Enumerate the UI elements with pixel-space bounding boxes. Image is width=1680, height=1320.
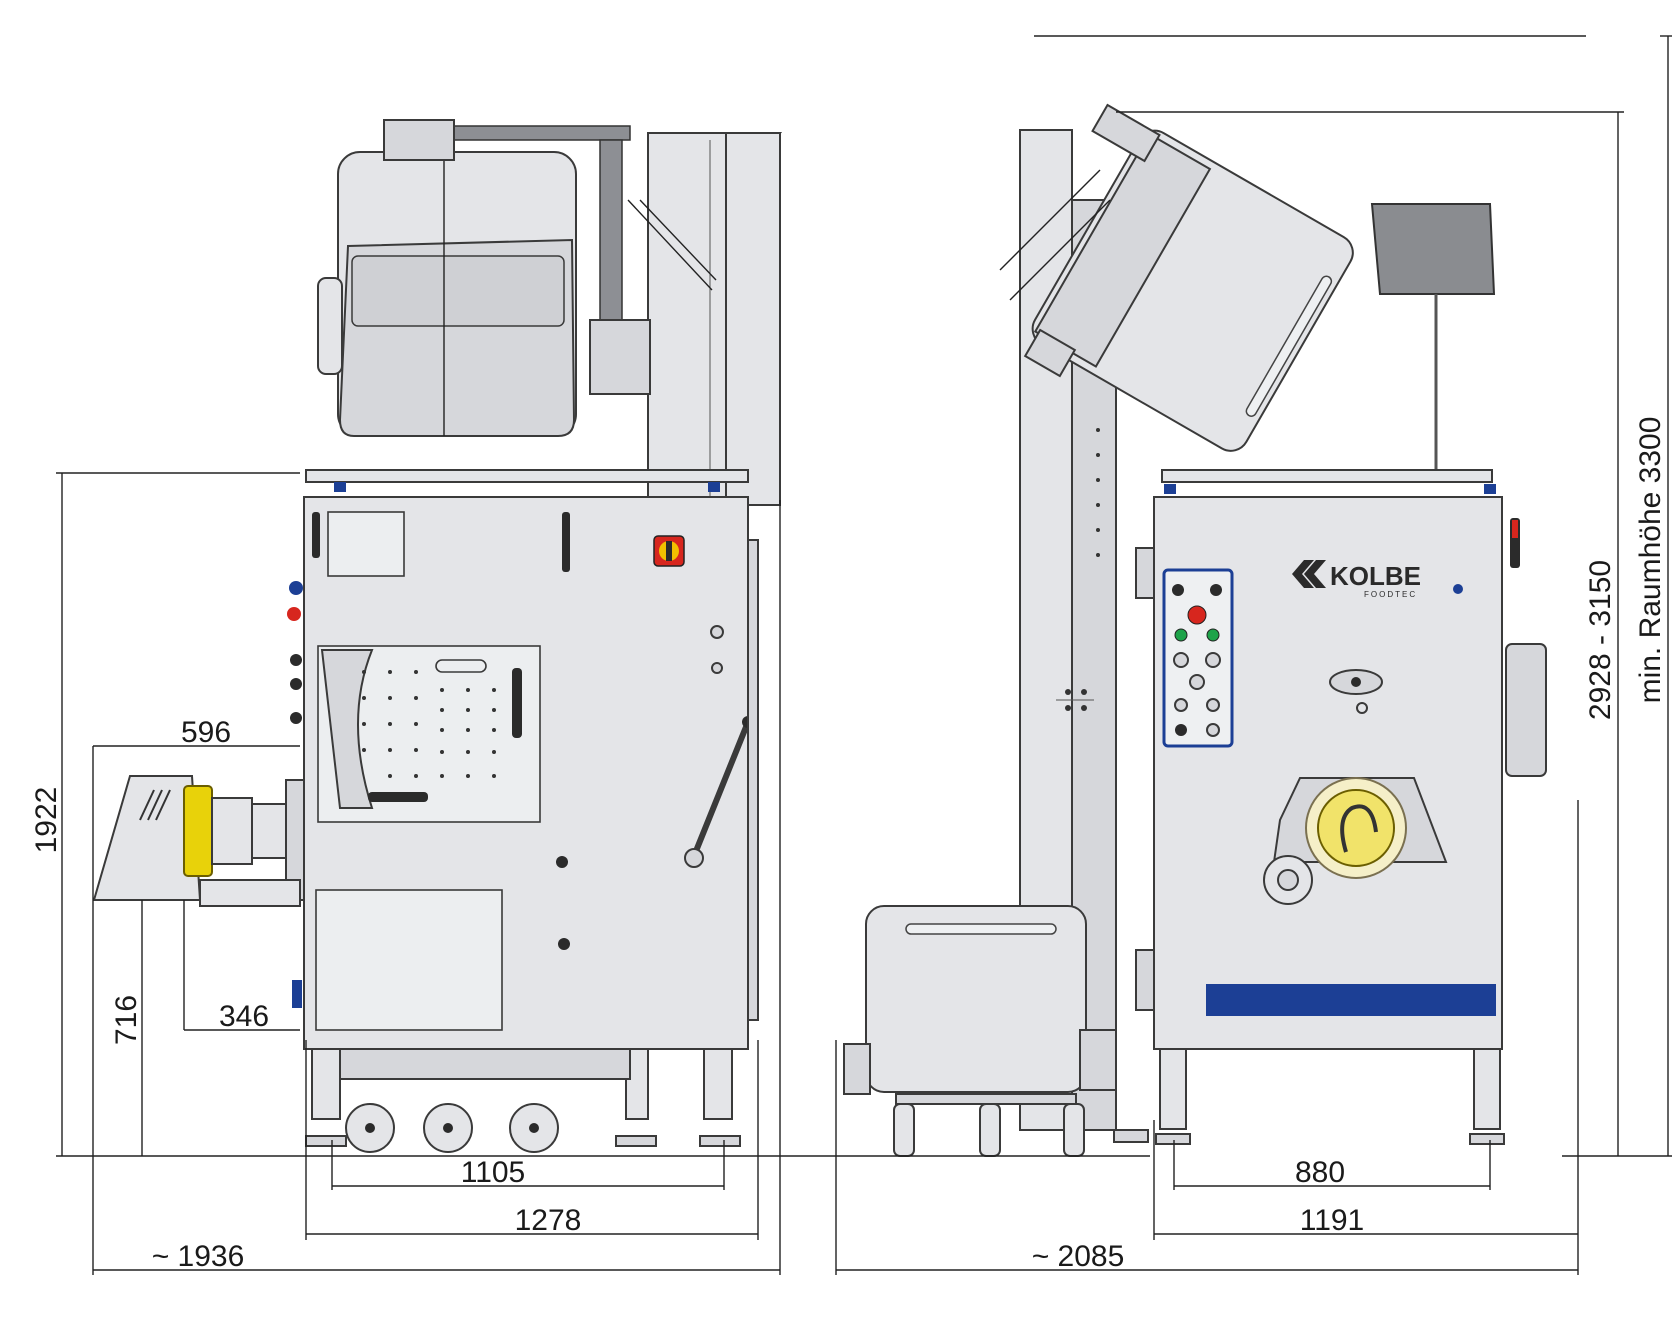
dim-2928-3150: 2928 - 3150: [1584, 560, 1617, 720]
dim-716: 716: [110, 995, 143, 1045]
door-hole-grid: [362, 670, 496, 778]
front-view: KOLBE FOODTEC: [843, 103, 1547, 1157]
control-panel: [1162, 568, 1234, 748]
dim-1922: 1922: [30, 787, 63, 854]
lower-panel: [315, 889, 503, 1031]
dim-room-height: min. Raumhöhe 3300: [1634, 417, 1667, 704]
dim-346: 346: [219, 1000, 269, 1033]
dim-2085: ~ 2085: [1032, 1240, 1125, 1273]
outlet-ring-icon: [183, 785, 213, 877]
dimension-lines: [56, 35, 1672, 1275]
outlet-hopper: [92, 775, 305, 907]
lifted-bin: [317, 119, 717, 437]
brand-name: KOLBE: [1330, 561, 1421, 591]
dim-596: 596: [181, 716, 231, 749]
dim-1936: ~ 1936: [152, 1240, 245, 1273]
display-screen-icon: [1370, 203, 1496, 295]
side-view: [92, 119, 783, 1153]
bin-trolley: [843, 905, 1149, 1157]
grinder-head: [1263, 777, 1448, 905]
brand-subtitle: FOODTEC: [1364, 590, 1417, 599]
dim-1105: 1105: [461, 1156, 526, 1189]
dim-1191: 1191: [1300, 1204, 1365, 1237]
dim-1278: 1278: [515, 1204, 582, 1237]
accent-strip: [1206, 984, 1496, 1016]
tipping-bin: [1031, 129, 1354, 452]
brand-logo: KOLBE FOODTEC: [1292, 560, 1421, 599]
start-button-icon: [1174, 628, 1188, 642]
dim-880: 880: [1295, 1156, 1345, 1189]
emergency-stop-icon: [1187, 605, 1207, 625]
